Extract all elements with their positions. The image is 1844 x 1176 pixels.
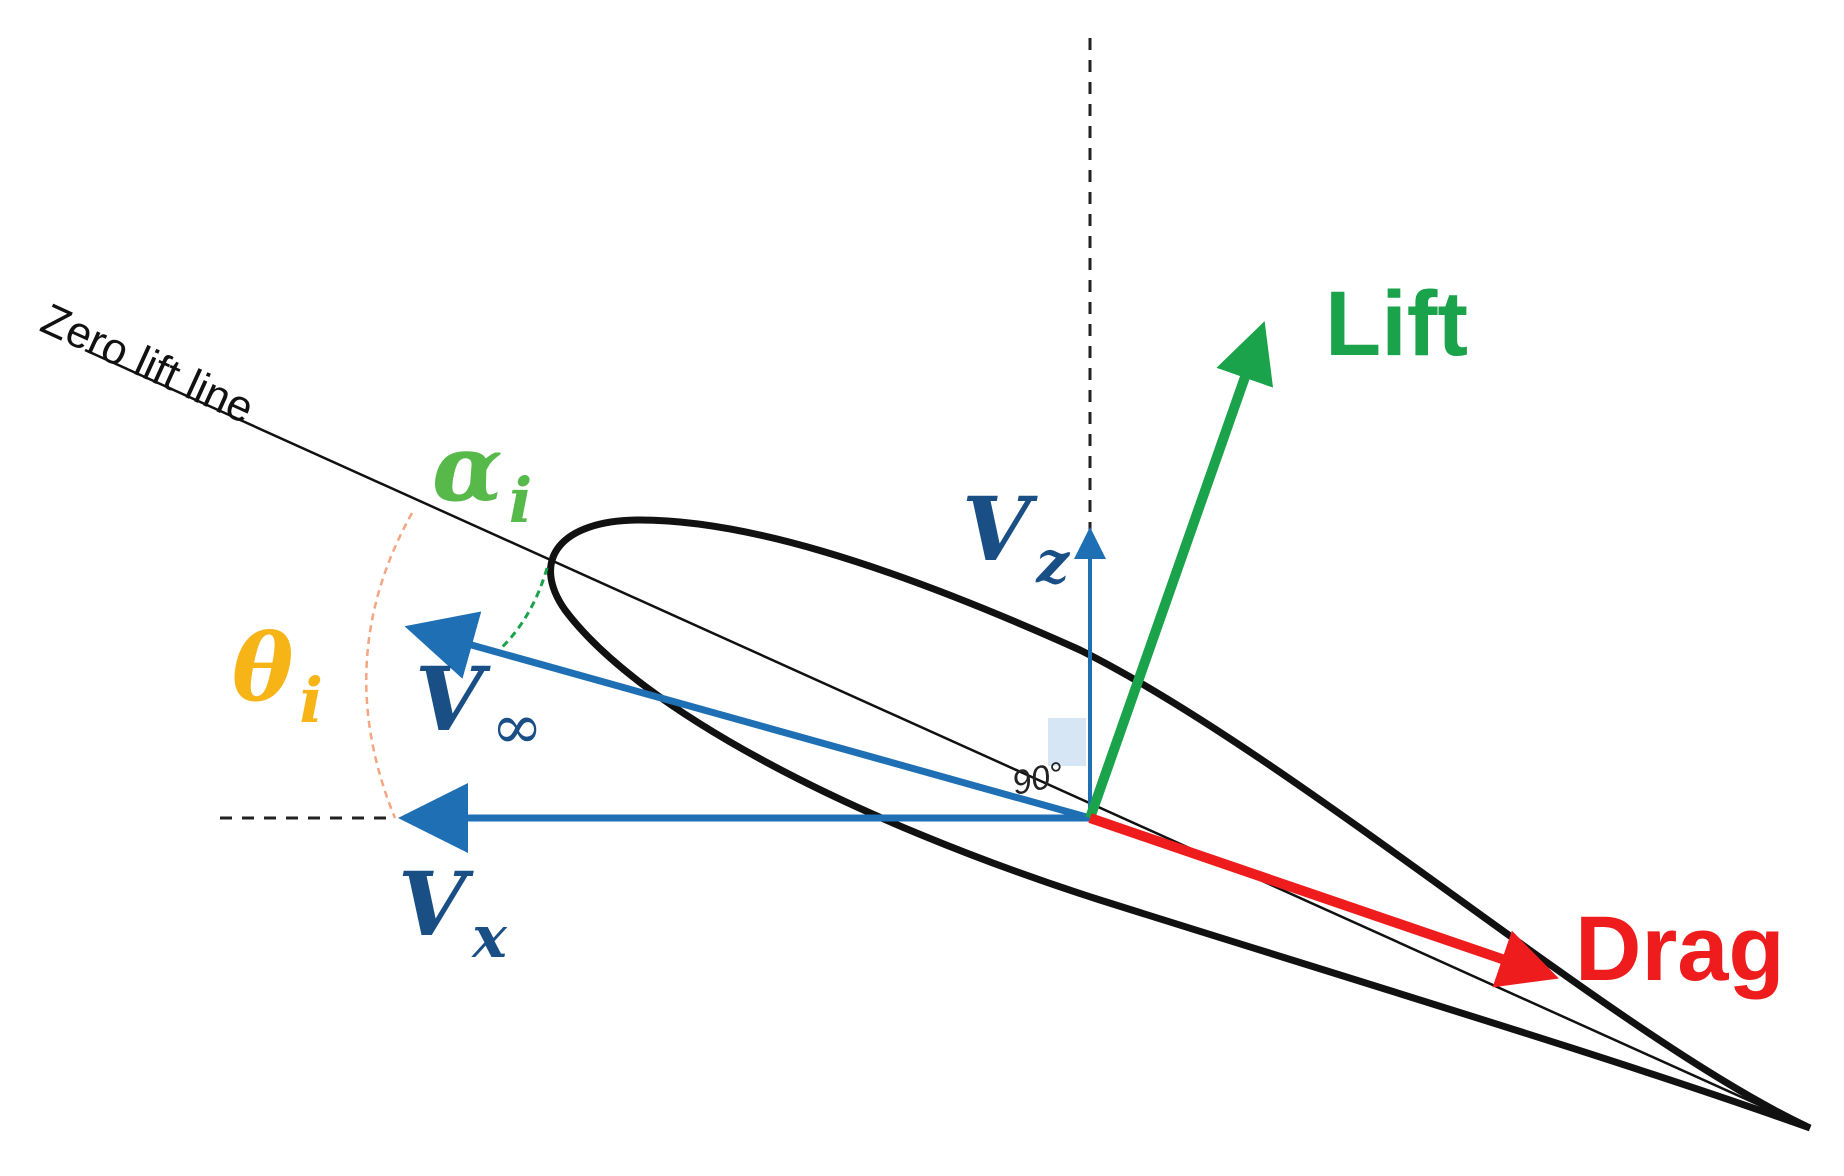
v-z-main: V	[962, 477, 1038, 581]
v-x-main: V	[398, 852, 474, 956]
v-inf-arrow	[404, 611, 1091, 822]
lift-arrow	[1085, 321, 1274, 820]
v-inf-label: V∞	[415, 647, 543, 763]
theta-arc	[365, 512, 414, 819]
alpha-arc	[495, 567, 549, 654]
zero-lift-line-label: Zero lift line	[34, 295, 261, 434]
theta-i-label: θi	[232, 614, 323, 737]
v-x-sub: x	[470, 903, 508, 971]
v-inf-sub: ∞	[491, 690, 543, 763]
zero-lift-line	[84, 348, 1811, 1130]
v-z-sub: z	[1035, 528, 1070, 596]
v-inf-main: V	[415, 647, 491, 751]
airfoil-outline	[547, 516, 1812, 1132]
right-angle-label: 90°	[1009, 755, 1067, 803]
drag-label: Drag	[1575, 898, 1785, 1000]
right-angle-marker	[1048, 718, 1086, 766]
drag-arrow	[1088, 813, 1559, 988]
alpha-i-label: αi	[432, 414, 532, 537]
alpha-i-sub: i	[509, 464, 533, 537]
lift-label: Lift	[1325, 273, 1468, 375]
theta-i-main: θ	[232, 614, 293, 722]
theta-i-sub: i	[299, 664, 323, 737]
alpha-i-main: α	[432, 414, 503, 522]
